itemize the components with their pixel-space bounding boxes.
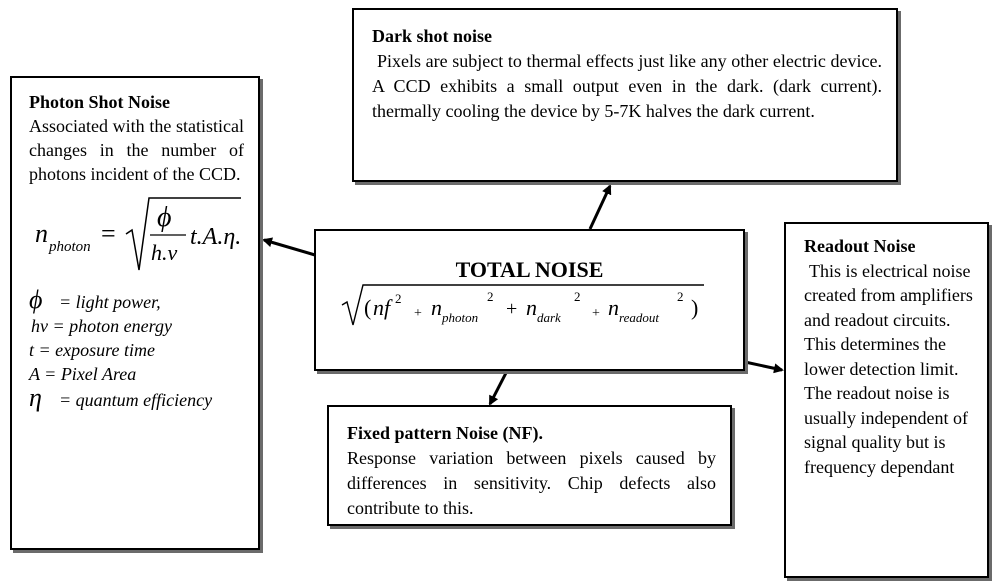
definition-photon-energy: hv = photon energy <box>29 314 244 338</box>
formula-equals: = <box>101 219 116 248</box>
term-n-dark: n <box>526 295 537 320</box>
dark-shot-noise-description: Pixels are subject to thermal effects ju… <box>372 51 882 121</box>
plus-3: + <box>592 306 600 321</box>
readout-noise-title: Readout Noise <box>804 236 916 256</box>
term-n-photon: n <box>431 295 442 320</box>
total-noise-box: TOTAL NOISE ( nf 2 + n photon 2 + n dark… <box>314 229 745 371</box>
total-noise-title: TOTAL NOISE <box>455 257 604 282</box>
definition-text: t = exposure time <box>29 340 155 360</box>
photon-shot-noise-title: Photon Shot Noise <box>29 92 171 112</box>
arrow-to-readout <box>744 360 784 374</box>
dark-shot-noise-title: Dark shot noise <box>372 26 493 46</box>
formula-radical <box>125 197 241 271</box>
definition-text: = quantum efficiency <box>59 390 213 410</box>
term-n-readout: n <box>608 295 619 320</box>
definition-text: hv = photon energy <box>31 316 172 336</box>
arrow-to-photon-shot <box>262 237 316 257</box>
term-photon-sub: photon <box>441 310 478 325</box>
term-nf: nf <box>373 295 393 320</box>
total-formula-radical <box>341 284 704 326</box>
term-photon-exp: 2 <box>487 289 494 304</box>
formula-n: n <box>35 219 48 248</box>
photon-shot-noise-box: Photon Shot Noise Associated with the st… <box>10 76 260 550</box>
term-dark-exp: 2 <box>574 289 581 304</box>
plus-1: + <box>414 306 422 321</box>
arrow-to-dark-shot <box>588 184 612 230</box>
definition-symbol: ϕ <box>29 285 43 314</box>
plus-2: + <box>506 298 517 320</box>
readout-noise-box: Readout Noise This is electrical noise c… <box>784 222 989 578</box>
term-readout-sub: readout <box>619 310 659 325</box>
formula-sub-photon: photon <box>48 239 91 255</box>
formula-denominator: h.v <box>151 240 178 265</box>
definition-quantum-efficiency: η = quantum efficiency <box>29 383 244 412</box>
readout-noise-description: This is electrical noise created from am… <box>804 260 973 477</box>
definition-symbol: η <box>29 383 42 412</box>
photon-noise-formula: n photon = ϕ h.v t.A.η. <box>35 197 241 271</box>
symbol-definitions: ϕ = light power, hv = photon energy t = e… <box>29 285 244 412</box>
fixed-pattern-noise-description: Response variation between pixels caused… <box>347 448 716 518</box>
formula-numerator: ϕ <box>157 202 172 233</box>
arrow-to-fixed-pattern <box>488 370 509 406</box>
definition-text: A = Pixel Area <box>29 364 137 384</box>
fixed-pattern-noise-box: Fixed pattern Noise (NF). Response varia… <box>327 405 732 526</box>
definition-exposure-time: t = exposure time <box>29 338 244 362</box>
close-paren: ) <box>691 295 698 320</box>
total-noise-formula: ( nf 2 + n photon 2 + n dark 2 + n reado… <box>341 284 704 326</box>
fixed-pattern-noise-title: Fixed pattern Noise (NF). <box>347 423 543 443</box>
term-nf-exp: 2 <box>395 291 402 306</box>
term-dark-sub: dark <box>537 310 561 325</box>
photon-shot-noise-description: Associated with the statistical changes … <box>29 116 244 184</box>
open-paren: ( <box>364 295 371 320</box>
dark-shot-noise-box: Dark shot noise Pixels are subject to th… <box>352 8 898 182</box>
formula-tail: t.A.η. <box>190 224 241 250</box>
definition-light-power: ϕ = light power, <box>29 285 244 314</box>
definition-text: = light power, <box>59 292 161 312</box>
definition-pixel-area: A = Pixel Area <box>29 362 244 386</box>
term-readout-exp: 2 <box>677 289 684 304</box>
